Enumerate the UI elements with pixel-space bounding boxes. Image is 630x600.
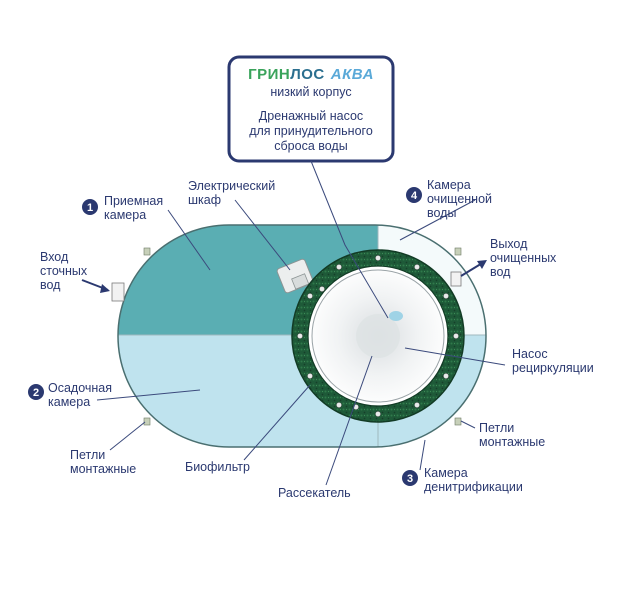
label-cabinet-line1: Электрический bbox=[188, 179, 275, 193]
ring-bolts bbox=[297, 255, 459, 417]
badge-clean-water: 4 bbox=[406, 187, 422, 203]
label-loops-left-line1: Петли bbox=[70, 448, 105, 462]
leader-lines bbox=[96, 160, 506, 486]
label-inlet-line3: вод bbox=[40, 278, 61, 292]
label-loops-right-line2: монтажные bbox=[479, 435, 545, 449]
label-biofilter: Биофильтр bbox=[185, 460, 250, 474]
mounting-loop bbox=[454, 247, 462, 256]
mounting-loop bbox=[143, 247, 151, 256]
label-loops-left-line2: монтажные bbox=[70, 462, 136, 476]
label-receiving-line1: Приемная bbox=[104, 194, 163, 208]
badge-settling: 2 bbox=[28, 384, 44, 400]
recirculation-pump bbox=[389, 311, 403, 321]
splitter-chamber bbox=[311, 269, 445, 403]
label-splitter: Рассекатель bbox=[278, 486, 351, 500]
badge-denitrification: 3 bbox=[402, 470, 418, 486]
label-pump-line2: рециркуляции bbox=[512, 361, 594, 375]
pump-note-line2: для принудительного bbox=[249, 124, 373, 138]
label-outlet-line3: вод bbox=[490, 265, 511, 279]
label-settling-line1: Осадочная bbox=[48, 381, 112, 395]
label-denitrification-line2: денитрификации bbox=[424, 480, 523, 494]
label-clean-line2: очищенной bbox=[427, 192, 492, 206]
electric-cabinet bbox=[276, 258, 314, 294]
svg-text:2: 2 bbox=[33, 387, 39, 399]
mounting-loop bbox=[143, 417, 151, 426]
label-cabinet-line2: шкаф bbox=[188, 193, 221, 207]
inlet-pipe bbox=[81, 279, 125, 302]
pump-note-line3: сброса воды bbox=[274, 139, 347, 153]
label-inlet-line1: Вход bbox=[40, 250, 69, 264]
label-settling-line2: камера bbox=[48, 395, 90, 409]
label-inlet-line2: сточных bbox=[40, 264, 88, 278]
label-denitrification-line1: Камера bbox=[424, 466, 468, 480]
tank-outline bbox=[117, 224, 487, 448]
brand-subtitle: низкий корпус bbox=[270, 85, 351, 99]
label-outlet-line2: очищенных bbox=[490, 251, 557, 265]
pump-note-line1: Дренажный насос bbox=[259, 109, 363, 123]
label-receiving-line2: камера bbox=[104, 208, 146, 222]
svg-text:3: 3 bbox=[407, 473, 413, 485]
mounting-loop bbox=[454, 417, 462, 426]
badge-receiving: 1 bbox=[82, 199, 98, 215]
label-pump-line1: Насос bbox=[512, 347, 548, 361]
outlet-pipe bbox=[450, 260, 487, 287]
label-outlet-line1: Выход bbox=[490, 237, 528, 251]
label-clean-line1: Камера bbox=[427, 178, 471, 192]
label-clean-line3: воды bbox=[427, 206, 456, 220]
label-loops-right-line1: Петли bbox=[479, 421, 514, 435]
svg-text:1: 1 bbox=[87, 202, 93, 214]
svg-text:4: 4 bbox=[411, 190, 418, 202]
